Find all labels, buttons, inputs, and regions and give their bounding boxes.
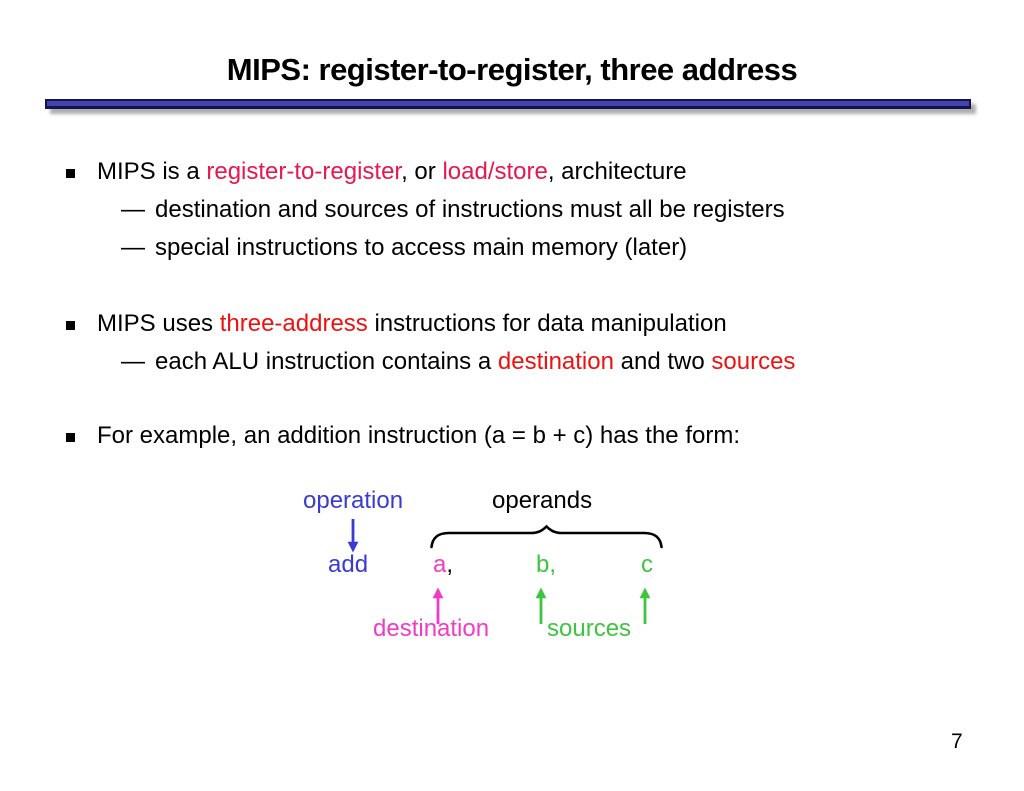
sub-bullet-1b: — special instructions to access main mem… bbox=[121, 234, 687, 262]
sub-bullet-dash: — bbox=[121, 234, 145, 261]
sub-bullet-2a-highlight: destination bbox=[497, 348, 614, 375]
page-number: 7 bbox=[951, 730, 963, 753]
src-operand-2: c bbox=[641, 551, 653, 578]
instruction-mnemonic: add bbox=[328, 551, 369, 578]
source-up-arrow-icon-c bbox=[639, 587, 651, 624]
sub-bullet-2a: —each ALU instruction contains a destina… bbox=[121, 348, 796, 375]
bullet-2: MIPS uses three-address instructions for… bbox=[97, 310, 727, 337]
sub-bullet-2a-highlight-2: sources bbox=[711, 348, 796, 375]
operation-label: operation bbox=[303, 487, 404, 514]
bullet-1-text: MIPS is a bbox=[97, 158, 207, 185]
sub-bullet-1a-text: destination and sources of instructions … bbox=[155, 196, 785, 223]
bullet-square-icon bbox=[66, 321, 75, 330]
sub-bullet-dash: — bbox=[121, 196, 145, 223]
bullet-2-highlight: three-address bbox=[219, 310, 368, 337]
bullet-1: MIPS is a register-to-register, or load/… bbox=[97, 158, 687, 185]
sources-label: sources bbox=[547, 615, 632, 642]
bullet-square-icon bbox=[66, 169, 75, 178]
bullet-square-icon bbox=[66, 433, 75, 442]
bullet-1-highlight: register-to-register bbox=[206, 158, 402, 185]
slide-title: MIPS: register-to-register, three addres… bbox=[226, 52, 798, 87]
destination-up-arrow-icon bbox=[432, 587, 444, 624]
bullet-3: For example, an addition instruction (a … bbox=[97, 422, 740, 450]
destination-label: destination bbox=[373, 615, 490, 642]
operation-down-arrow-icon bbox=[347, 519, 359, 553]
sub-bullet-1b-text: special instructions to access main memo… bbox=[155, 234, 688, 261]
title-rule bbox=[45, 99, 971, 109]
src-operand-1: b, bbox=[536, 551, 557, 578]
sub-bullet-dash: — bbox=[121, 348, 145, 375]
bullet-1-highlight-2: load/store bbox=[442, 158, 548, 185]
dest-operand: a, bbox=[433, 551, 454, 578]
operands-brace-icon bbox=[430, 524, 663, 549]
source-up-arrow-icon-b bbox=[535, 587, 547, 624]
operands-label: operands bbox=[492, 487, 593, 514]
sub-bullet-1a: — destination and sources of instructions… bbox=[121, 196, 785, 224]
bullet-3-text: For example, an addition instruction (a … bbox=[97, 422, 740, 449]
